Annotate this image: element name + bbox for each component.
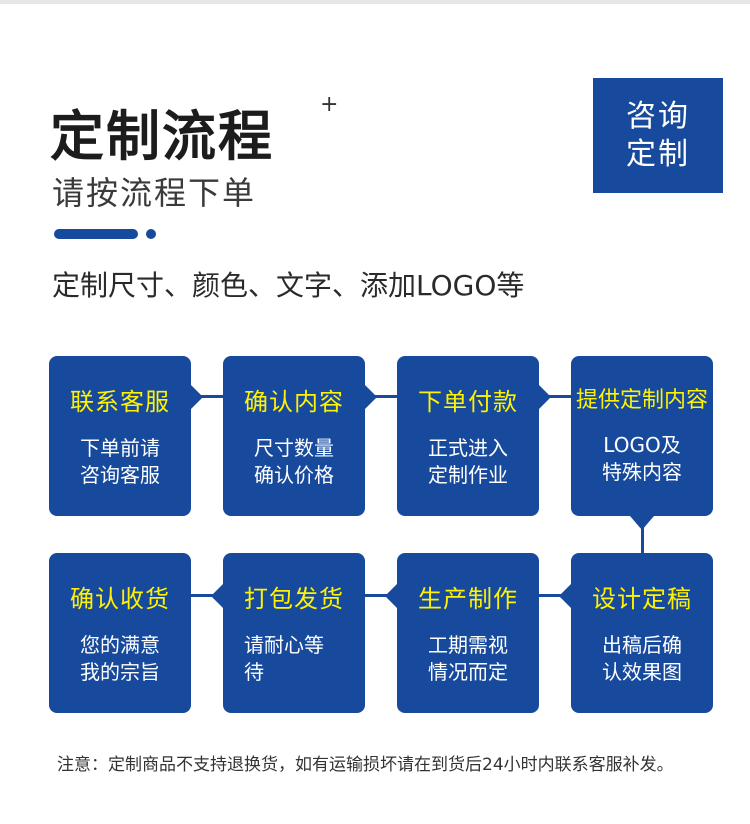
page-description: 定制尺寸、颜色、文字、添加LOGO等 xyxy=(52,269,525,302)
connector-line xyxy=(365,594,397,597)
step-title: 确认内容 xyxy=(244,388,344,416)
step-desc-line: 咨询客服 xyxy=(80,463,160,487)
step-desc-line: 您的满意 xyxy=(80,633,160,657)
decorative-dot xyxy=(146,229,156,239)
arrow-left-icon xyxy=(559,584,571,608)
step-desc: 工期需视情况而定 xyxy=(408,632,528,686)
step-card-pack-ship: 打包发货 请耐心等待 xyxy=(223,553,365,713)
step-desc-line: 特殊内容 xyxy=(602,460,682,484)
consult-button-line1: 咨询 xyxy=(626,98,690,134)
footer-note: 注意：定制商品不支持退换货，如有运输损坏请在到货后24小时内联系客服补发。 xyxy=(57,755,674,775)
step-title: 提供定制内容 xyxy=(575,388,708,413)
step-card-design-finalize: 设计定稿 出稿后确认效果图 xyxy=(571,553,713,713)
step-title: 下单付款 xyxy=(418,388,518,416)
step-card-confirm-content: 确认内容 尺寸数量确认价格 xyxy=(223,356,365,516)
arrow-left-icon xyxy=(385,584,397,608)
decorative-bar xyxy=(54,229,138,239)
step-desc: 您的满意我的宗旨 xyxy=(60,632,180,686)
arrow-left-icon xyxy=(211,584,223,608)
arrow-right-icon xyxy=(539,385,551,409)
step-desc-line: 尺寸数量 xyxy=(254,436,334,460)
connector-line xyxy=(191,395,223,398)
step-desc: 出稿后确认效果图 xyxy=(582,632,702,686)
step-desc-line: 情况而定 xyxy=(428,660,508,684)
step-desc: 请耐心等待 xyxy=(244,632,344,686)
consult-customize-button[interactable]: 咨询 定制 xyxy=(593,78,723,193)
connector-line-vertical xyxy=(641,516,644,553)
connector-line xyxy=(191,594,223,597)
arrow-right-icon xyxy=(191,385,203,409)
top-divider xyxy=(0,0,750,4)
step-title: 联系客服 xyxy=(70,388,170,416)
step-desc: 尺寸数量确认价格 xyxy=(234,435,354,489)
step-title: 设计定稿 xyxy=(592,585,692,613)
step-card-contact-service: 联系客服 下单前请咨询客服 xyxy=(49,356,191,516)
plus-icon: + xyxy=(320,92,339,117)
step-desc-line: 确认价格 xyxy=(254,463,334,487)
step-card-confirm-receipt: 确认收货 您的满意我的宗旨 xyxy=(49,553,191,713)
step-desc-line: 出稿后确 xyxy=(602,633,682,657)
connector-line xyxy=(365,395,397,398)
step-desc-line: 下单前请 xyxy=(80,436,160,460)
step-title: 生产制作 xyxy=(418,585,518,613)
arrow-right-icon xyxy=(365,385,377,409)
step-desc-line: 工期需视 xyxy=(428,633,508,657)
consult-button-line2: 定制 xyxy=(626,136,690,172)
step-desc-line: 定制作业 xyxy=(428,463,508,487)
step-desc-line: 请耐心等 xyxy=(244,633,324,657)
step-card-production: 生产制作 工期需视情况而定 xyxy=(397,553,539,713)
step-desc-line: 我的宗旨 xyxy=(80,660,160,684)
page-title: 定制流程 xyxy=(50,105,274,168)
step-desc: 正式进入定制作业 xyxy=(408,435,528,489)
connector-line xyxy=(539,395,571,398)
step-desc-line: LOGO及 xyxy=(603,433,681,457)
step-card-place-order-pay: 下单付款 正式进入定制作业 xyxy=(397,356,539,516)
step-title: 确认收货 xyxy=(70,585,170,613)
page-subtitle: 请按流程下单 xyxy=(52,174,257,212)
step-title: 打包发货 xyxy=(244,585,344,613)
step-desc-line: 正式进入 xyxy=(428,436,508,460)
step-desc-line: 认效果图 xyxy=(602,660,682,684)
connector-line xyxy=(539,594,571,597)
step-desc: 下单前请咨询客服 xyxy=(60,435,180,489)
step-card-provide-content: 提供定制内容 LOGO及特殊内容 xyxy=(571,356,713,516)
step-desc: LOGO及特殊内容 xyxy=(582,432,702,486)
step-desc-line: 待 xyxy=(244,660,264,684)
